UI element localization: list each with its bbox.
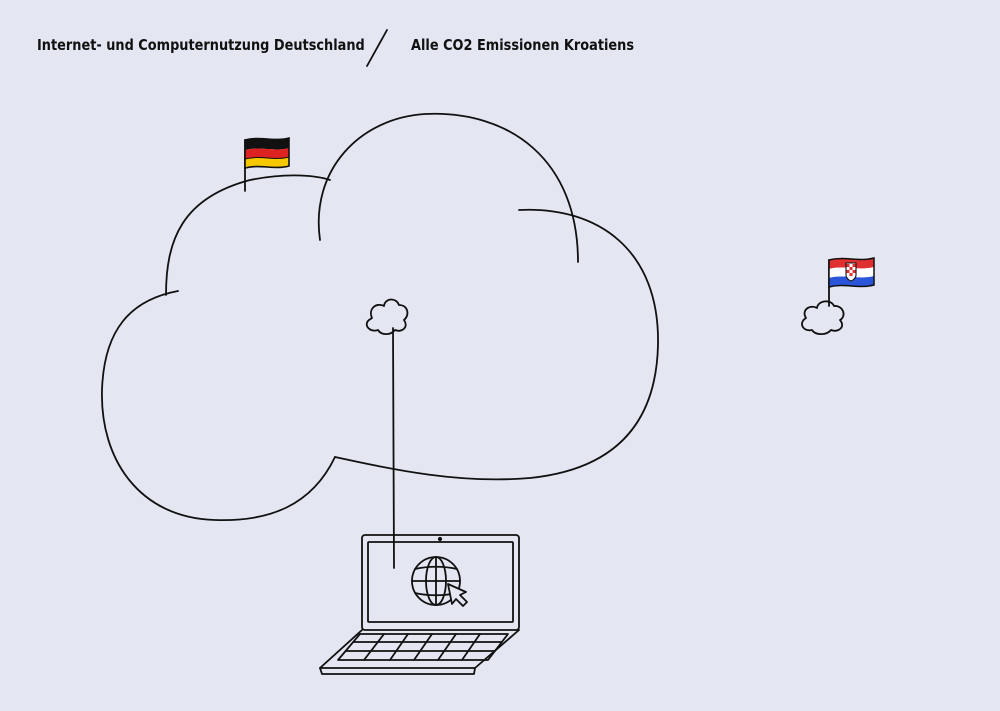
big-cloud <box>101 112 659 522</box>
croatia-cloud <box>801 300 845 336</box>
cursor-icon <box>447 583 468 607</box>
header-right-title: Alle CO2 Emissionen Kroatiens <box>411 36 635 54</box>
croatia-flag-icon <box>828 257 875 307</box>
header: Internet- und Computernutzung Deutschlan… <box>37 29 1000 67</box>
germany-flag-icon <box>244 136 290 192</box>
header-left-title: Internet- und Computernutzung Deutschlan… <box>37 36 365 54</box>
small-cloud <box>365 298 409 336</box>
divider-slash <box>366 29 388 67</box>
laptop-icon <box>319 534 520 675</box>
connection-line <box>392 327 395 569</box>
